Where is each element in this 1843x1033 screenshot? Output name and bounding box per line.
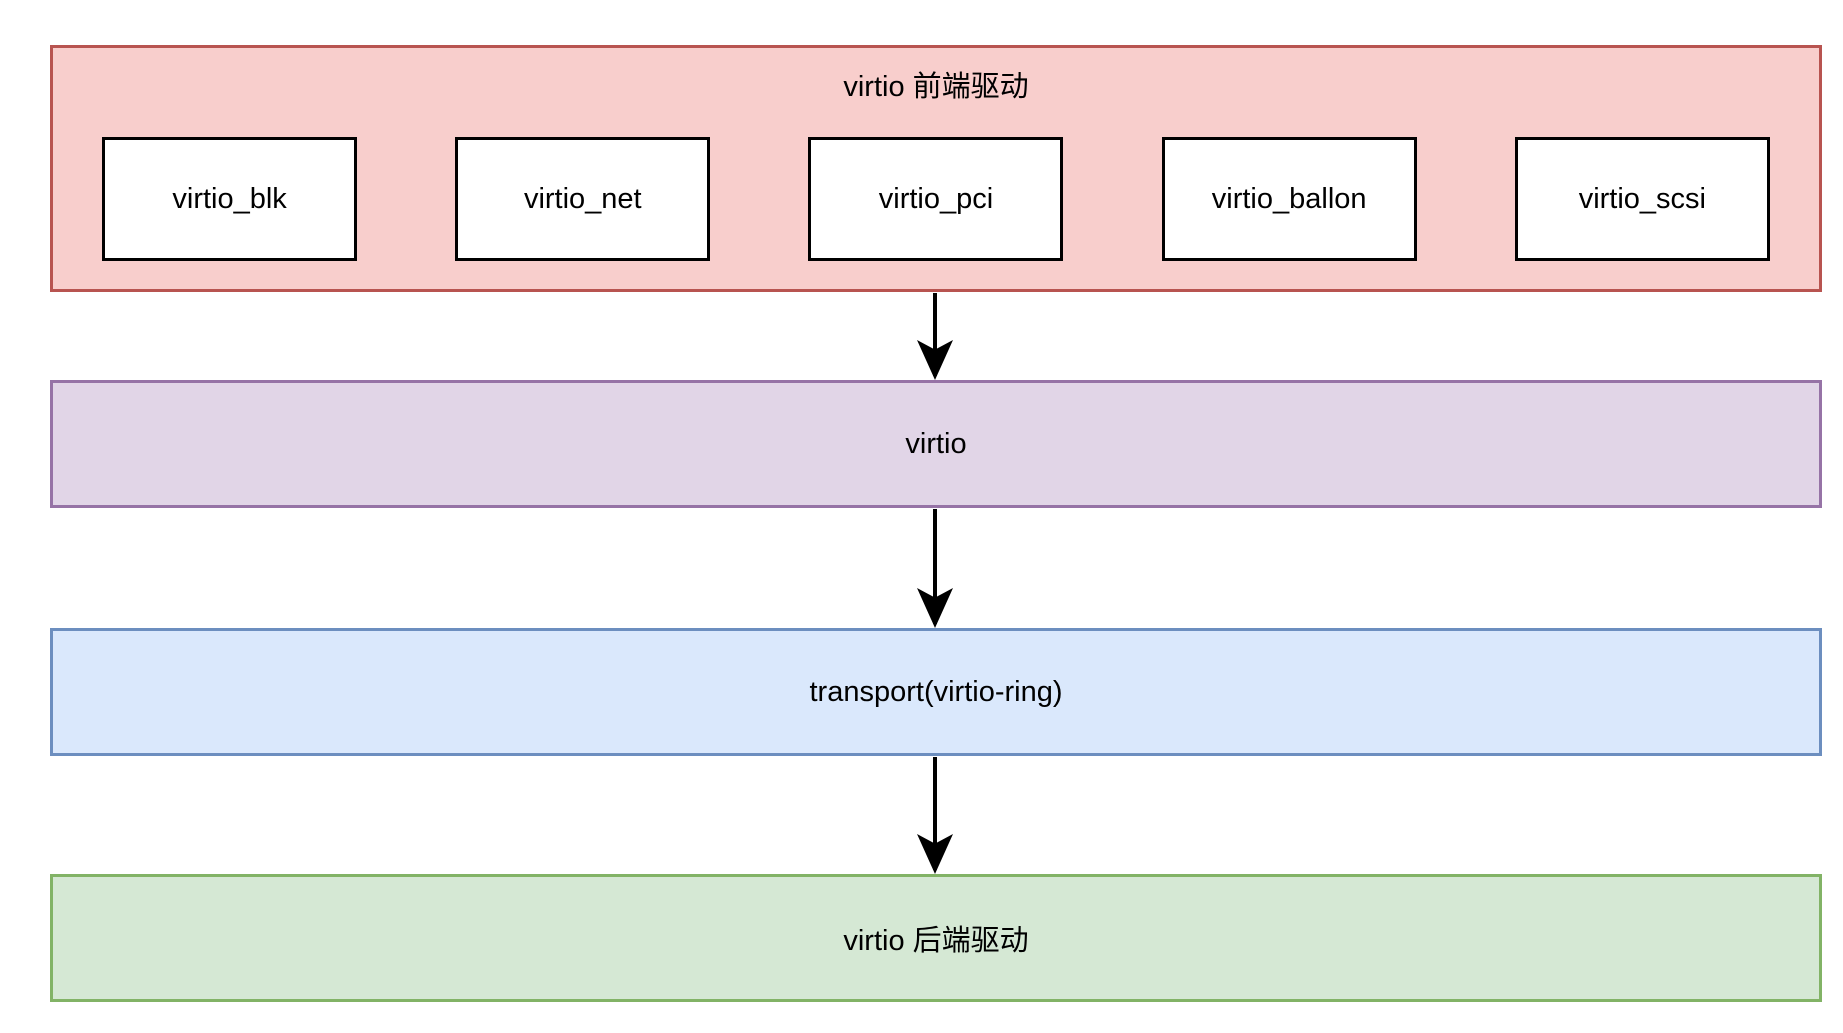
layer-transport[interactable]: transport(virtio-ring) [50,628,1822,756]
module-box-virtio-blk[interactable]: virtio_blk [102,137,358,261]
layer-label: virtio [905,427,967,460]
module-label: virtio_net [523,182,642,215]
layer-virtio[interactable]: virtio [50,380,1822,508]
module-label: virtio_scsi [1578,182,1706,215]
module-box-virtio-pci[interactable]: virtio_pci [808,137,1064,261]
frontend-container-title: virtio 前端驱动 [843,71,1029,103]
layer-backend[interactable]: virtio 后端驱动 [50,874,1822,1002]
frontend-driver-container: virtio 前端驱动 virtio_blk virtio_net virtio… [50,45,1822,292]
module-label: virtio_pci [878,182,994,215]
module-box-virtio-net[interactable]: virtio_net [455,137,711,261]
layer-label: virtio 后端驱动 [843,925,1029,957]
module-label: virtio_blk [172,182,287,215]
module-box-virtio-ballon[interactable]: virtio_ballon [1161,137,1417,261]
module-box-virtio-scsi[interactable]: virtio_scsi [1514,137,1770,261]
frontend-module-list: virtio_blk virtio_net virtio_pci virtio_… [53,136,1819,262]
module-label: virtio_ballon [1211,182,1367,215]
layer-label: transport(virtio-ring) [809,675,1063,708]
